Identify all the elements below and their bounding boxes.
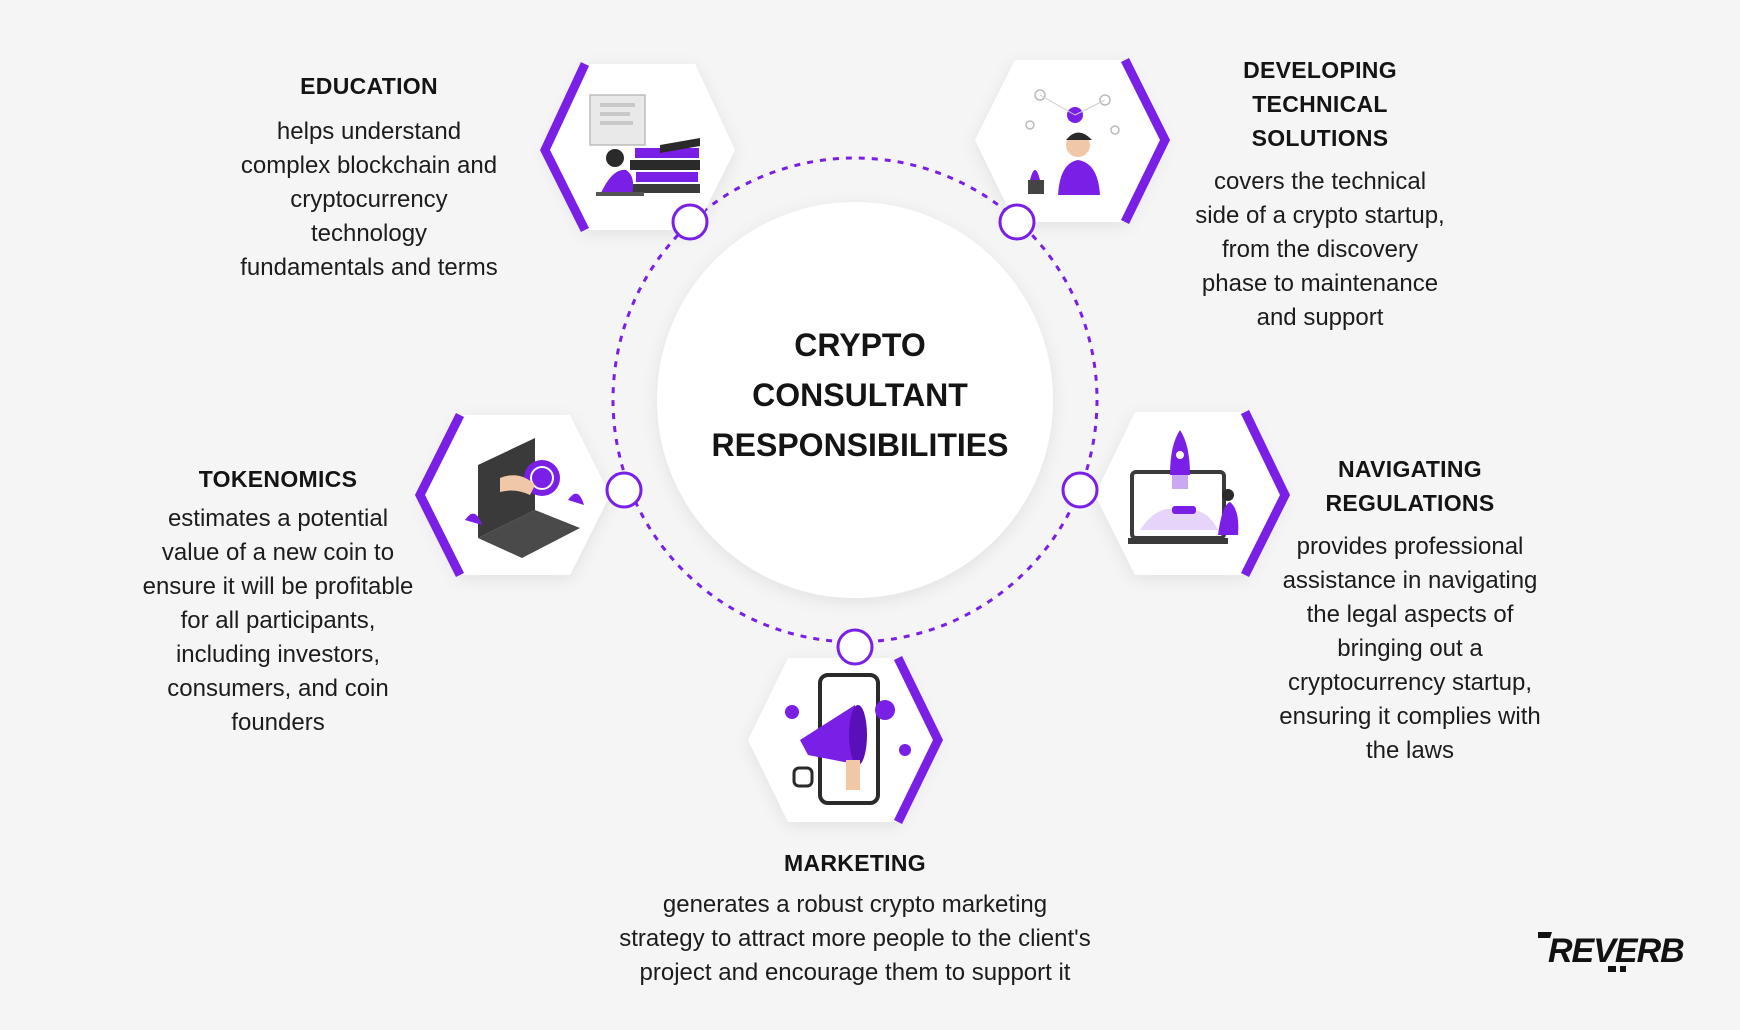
text-line: phase to maintenance xyxy=(1201,270,1439,297)
education-text: helps understand complex blockchain and … xyxy=(219,115,519,285)
center-title: CRYPTO CONSULTANT RESPONSIBILITIES xyxy=(660,320,1060,470)
education-block: EDUCATION helps understand complex block… xyxy=(219,69,519,285)
logo-text: REVERB xyxy=(1548,932,1684,970)
hexagon-marketing xyxy=(748,656,944,824)
regulations-block: NAVIGATING REGULATIONS provides professi… xyxy=(1250,452,1570,768)
title-line: TECHNICAL xyxy=(1252,91,1388,117)
text-line: consumers, and coin xyxy=(167,675,389,702)
center-title-line: CRYPTO xyxy=(794,327,926,363)
marketing-block: MARKETING generates a robust crypto mark… xyxy=(560,846,1150,990)
books-reading-icon xyxy=(589,94,700,196)
text-line: bringing out a xyxy=(1337,635,1483,662)
laptop-coin-icon xyxy=(465,438,584,558)
education-title: EDUCATION xyxy=(219,69,519,103)
hexagon-regulations xyxy=(1095,410,1291,578)
title-line: EDUCATION xyxy=(300,73,438,99)
text-line: provides professional xyxy=(1296,533,1524,560)
hexagon-developing xyxy=(975,57,1171,224)
text-line: founders xyxy=(231,709,325,736)
reverb-logo: REVERB xyxy=(1538,932,1685,972)
text-line: ensure it will be profitable xyxy=(142,573,414,600)
text-line: value of a new coin to xyxy=(161,539,395,566)
marketing-text: generates a robust crypto marketing stra… xyxy=(560,888,1150,990)
developing-title: DEVELOPING TECHNICAL SOLUTIONS xyxy=(1170,53,1470,155)
tokenomics-text: estimates a potential value of a new coi… xyxy=(118,502,438,740)
text-line: side of a crypto startup, xyxy=(1195,202,1445,229)
text-line: for all participants, xyxy=(180,607,376,634)
center-title-line: RESPONSIBILITIES xyxy=(711,427,1009,463)
orbit-node-regulations xyxy=(1061,471,1099,509)
center-circle xyxy=(657,202,1053,598)
text-line: technology xyxy=(310,220,428,247)
text-line: ensuring it complies with xyxy=(1279,703,1541,730)
regulations-text: provides professional assistance in navi… xyxy=(1250,530,1570,768)
text-line: fundamentals and terms xyxy=(240,254,498,281)
text-line: estimates a potential xyxy=(167,505,389,532)
title-line: REGULATIONS xyxy=(1325,490,1495,516)
marketing-title: MARKETING xyxy=(560,846,1150,880)
orbit-node-developing xyxy=(998,203,1036,241)
text-line: covers the technical xyxy=(1213,168,1427,195)
text-line: complex blockchain and xyxy=(240,152,498,179)
text-line: from the discovery xyxy=(1221,236,1419,263)
title-line: NAVIGATING xyxy=(1338,456,1482,482)
text-line: assistance in navigating xyxy=(1282,567,1538,594)
developing-block: DEVELOPING TECHNICAL SOLUTIONS covers th… xyxy=(1170,53,1470,335)
rocket-launch-icon xyxy=(1128,430,1239,544)
orbit-node-education xyxy=(671,203,709,241)
tokenomics-title: TOKENOMICS xyxy=(118,462,438,496)
text-line: helps understand xyxy=(276,118,462,145)
title-line: TOKENOMICS xyxy=(198,466,358,492)
title-line: DEVELOPING xyxy=(1243,57,1397,83)
title-line: SOLUTIONS xyxy=(1251,125,1389,151)
developing-text: covers the technical side of a crypto st… xyxy=(1170,165,1470,335)
hexagon-tokenomics xyxy=(414,412,610,578)
text-line: strategy to attract more people to the c… xyxy=(619,925,1091,952)
orbit-node-marketing xyxy=(836,628,874,666)
orbit-nodes xyxy=(605,203,1099,666)
center-title-line: CONSULTANT xyxy=(752,377,968,413)
megaphone-phone-icon xyxy=(785,673,911,805)
regulations-title: NAVIGATING REGULATIONS xyxy=(1250,452,1570,520)
text-line: generates a robust crypto marketing xyxy=(662,891,1048,918)
text-line: including investors, xyxy=(175,641,381,668)
text-line: the legal aspects of xyxy=(1306,601,1514,628)
thinking-person-icon xyxy=(1025,89,1120,195)
text-line: cryptocurrency xyxy=(290,186,448,213)
orbit-node-tokenomics xyxy=(605,471,643,509)
hexagon-education xyxy=(540,62,735,233)
text-line: the laws xyxy=(1365,737,1455,764)
text-line: cryptocurrency startup, xyxy=(1287,669,1533,696)
text-line: and support xyxy=(1256,304,1384,331)
title-line: MARKETING xyxy=(784,850,926,876)
text-line: project and encourage them to support it xyxy=(639,959,1071,986)
tokenomics-block: TOKENOMICS estimates a potential value o… xyxy=(118,462,438,740)
